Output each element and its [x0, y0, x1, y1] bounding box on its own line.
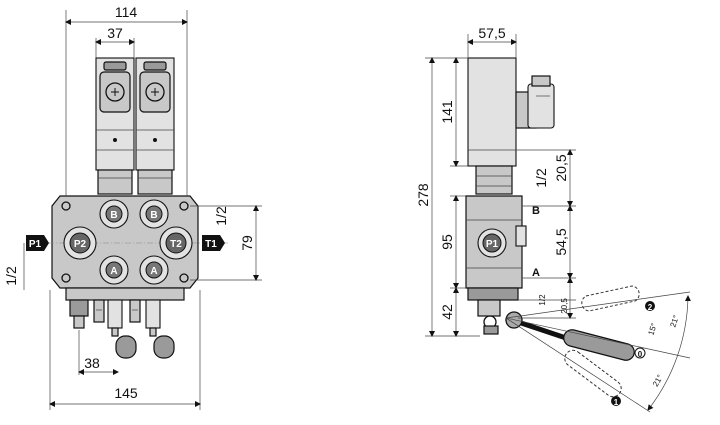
dim-front-lever-spacing: 38: [84, 355, 100, 371]
port-b-left-label: B: [110, 210, 117, 221]
port-p2-label: P2: [74, 239, 87, 250]
dim-side-offset-upper: 20,5: [553, 154, 569, 181]
svg-text:2: 2: [648, 303, 653, 312]
dim-side-total-height: 278: [415, 183, 431, 207]
port-p2: P2: [63, 226, 97, 260]
dim-front-solenoid-width: 37: [107, 25, 123, 41]
dim-side-solenoid-height: 141: [439, 100, 455, 124]
dim-front-thread-left: 1/2: [3, 266, 19, 286]
dim-side-offset-lower: 20,5: [560, 298, 569, 314]
dim-angle-15: 15°: [646, 322, 658, 336]
port-b-right-label: B: [150, 210, 157, 221]
side-port-p1: P1: [477, 228, 507, 258]
front-view: B B A A P2 T2: [3, 4, 262, 410]
dim-side-solenoid-width: 57,5: [478, 25, 505, 41]
spool-right: [145, 299, 175, 359]
port-t1-tag: T1: [202, 235, 225, 251]
dim-front-base-width: 145: [114, 385, 138, 401]
dim-angle-21-upper: 21°: [668, 314, 680, 328]
port-a-right: A: [139, 255, 169, 285]
dim-angle-21-lower: 21°: [651, 373, 665, 388]
position-marker-0: 0: [634, 347, 646, 359]
dim-side-thread-upper: 1/2: [533, 168, 549, 188]
side-label-port-b: B: [532, 205, 540, 217]
port-p1-tag: P1: [26, 235, 49, 251]
lever-position-2: [581, 285, 640, 312]
side-view: P1 2 0 1: [415, 25, 691, 413]
port-b-left: B: [99, 199, 129, 229]
port-t2: T2: [159, 226, 193, 260]
side-connector: [515, 75, 555, 129]
svg-text:1: 1: [614, 398, 619, 407]
spool-left: [107, 299, 137, 359]
position-marker-2: 2: [645, 301, 655, 312]
left-bottom-fitting: [69, 299, 89, 329]
svg-text:0: 0: [638, 350, 643, 359]
port-a-right-label: A: [150, 266, 157, 277]
dim-side-body-height: 95: [439, 234, 455, 250]
side-label-port-a: A: [532, 267, 540, 279]
dim-front-thread-right: 1/2: [213, 206, 229, 226]
dim-front-width: 114: [115, 4, 138, 20]
dim-side-port-spacing: 54,5: [553, 228, 569, 255]
port-a-left-label: A: [110, 266, 117, 277]
port-t2-label: T2: [170, 239, 182, 250]
lever-neutral: [505, 311, 635, 361]
solenoid-left: [95, 57, 135, 171]
svg-text:T1: T1: [205, 239, 217, 250]
dim-front-port-height: 79: [239, 235, 255, 251]
lever-position-1: [564, 349, 622, 398]
svg-text:P1: P1: [29, 239, 42, 250]
svg-text:P1: P1: [486, 239, 499, 250]
side-solenoid: [467, 57, 517, 167]
dim-side-thread-lower: 1/2: [538, 294, 547, 306]
dim-side-lever-height: 42: [439, 304, 455, 320]
solenoid-right: [135, 57, 175, 171]
port-a-left: A: [99, 255, 129, 285]
position-marker-1: 1: [611, 396, 621, 407]
port-b-right: B: [139, 199, 169, 229]
